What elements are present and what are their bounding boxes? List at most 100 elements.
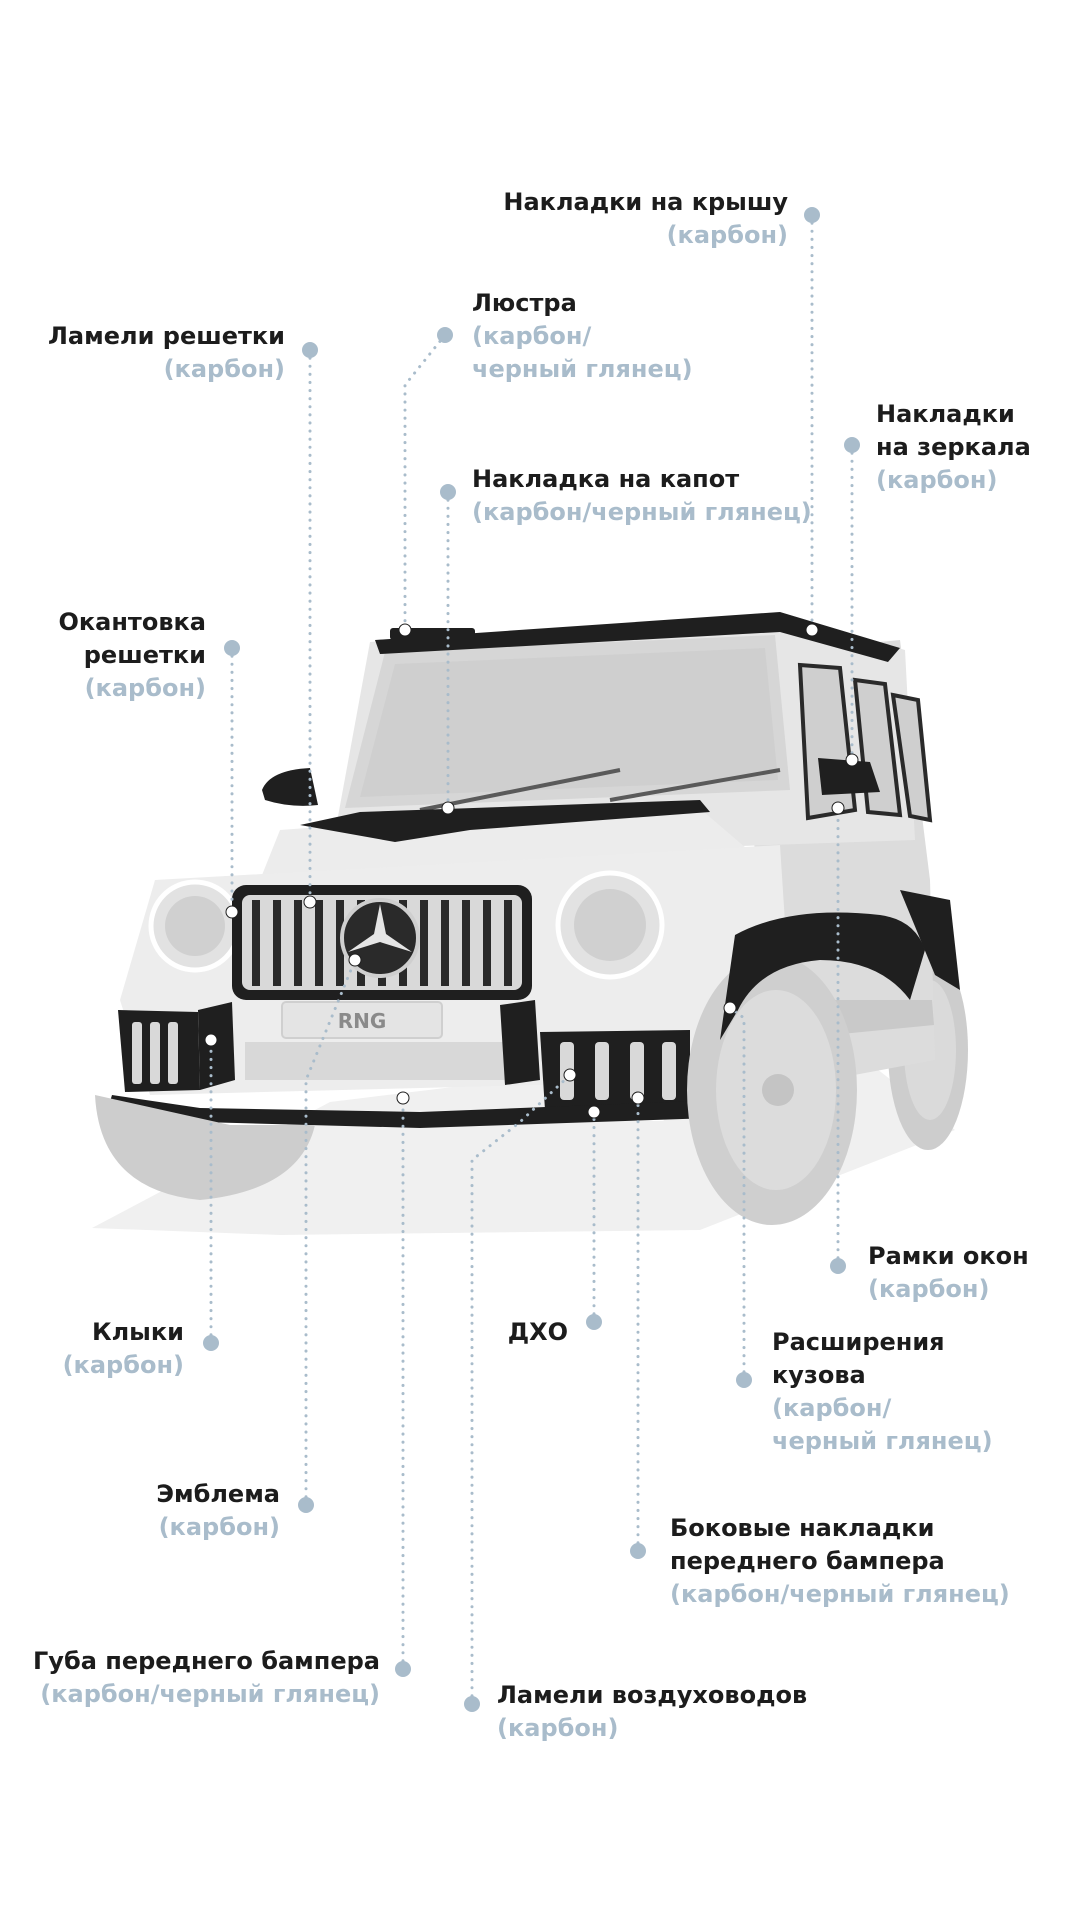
fender-flare (720, 912, 925, 1040)
label-title-line: на зеркала (876, 433, 1031, 461)
label-chandelier: Люстра(карбон/черный глянец) (472, 287, 693, 386)
anchor-dot (348, 953, 362, 967)
anchor-dot (398, 623, 412, 637)
anchor-dot (303, 895, 317, 909)
lower-mesh (245, 1042, 535, 1080)
anchor-dot (587, 1105, 601, 1119)
label-title-line: Ламели воздуховодов (497, 1681, 808, 1709)
label-title-line: ДХО (507, 1318, 568, 1346)
anchor-dot (441, 801, 455, 815)
anchor-dot (805, 623, 819, 637)
grille-slat (504, 900, 512, 986)
anchor-dot (831, 801, 845, 815)
leader-dot (437, 327, 453, 343)
grille-slat (336, 900, 344, 986)
label-grille-slats: Ламели решетки(карбон) (48, 320, 285, 386)
label-title-line: Ламели решетки (47, 322, 285, 350)
left-intake-slats (132, 1022, 178, 1084)
bumper-lip (108, 1095, 720, 1128)
star-emblem-points (348, 904, 412, 952)
wiper (419, 768, 621, 812)
anchor-dot (396, 1091, 410, 1105)
label-air-intake-slats: Ламели воздуховодов (карбон) (497, 1679, 807, 1745)
grille-slat (441, 900, 449, 986)
leader-dot (440, 484, 456, 500)
leader-dot (844, 437, 860, 453)
label-title-line: Люстра (472, 289, 577, 317)
grille-slat (462, 900, 470, 986)
leader-dot (224, 640, 240, 656)
leader-line (304, 958, 357, 1507)
intake-slat (630, 1042, 644, 1100)
intake-slat (132, 1022, 142, 1084)
intake-slat (150, 1022, 160, 1084)
label-material-line: (карбон/черный глянец) (40, 1680, 380, 1708)
windshield-inner (360, 648, 778, 797)
anchor-dot (845, 753, 859, 767)
left-mirror (262, 768, 318, 806)
label-grille-frame: Окантовка решетки (карбон) (58, 606, 206, 705)
label-material-line: (карбон) (158, 1513, 280, 1541)
leader-dot (630, 1543, 646, 1559)
grille-slat (252, 900, 260, 986)
intake-slat (662, 1042, 676, 1100)
intake-slat (168, 1022, 178, 1084)
label-material-line: (карбон) (876, 466, 998, 494)
right-front-hub (762, 1074, 794, 1106)
leader-dot (586, 1314, 602, 1330)
leader-dot (298, 1497, 314, 1513)
label-title-line: Клыки (91, 1318, 184, 1346)
label-title-line: Боковые накладки (670, 1514, 935, 1542)
label-material-line: (карбон) (84, 674, 206, 702)
anchor-dot (563, 1068, 577, 1082)
right-fang (500, 1000, 540, 1085)
anchor-dot (225, 905, 239, 919)
anchor-dot (204, 1033, 218, 1047)
label-title-line: кузова (772, 1361, 866, 1389)
label-title-line: Рамки окон (868, 1242, 1029, 1270)
label-title-line: Расширения (772, 1328, 945, 1356)
anchor-dot (631, 1091, 645, 1105)
license-plate (281, 1001, 443, 1039)
leader-line (403, 333, 447, 632)
label-title-line: Накладки на крышу (503, 188, 788, 216)
leader-dot (302, 342, 318, 358)
hood-carbon-trim (300, 800, 710, 842)
label-title-line: решетки (83, 641, 206, 669)
label-material-line: (карбон) (497, 1714, 619, 1742)
leader-lines (203, 207, 860, 1712)
side-window-3 (890, 692, 933, 823)
grille-slat (273, 900, 281, 986)
label-title-line: Окантовка (58, 608, 206, 636)
label-title-line: Эмблема (156, 1480, 280, 1508)
label-material-line: (карбон) (868, 1275, 990, 1303)
label-drl: ДХО (508, 1316, 568, 1349)
label-material-line: (карбон/черный глянец) (670, 1580, 1010, 1608)
roof-carbon-trim (375, 612, 900, 662)
intake-slat (595, 1042, 609, 1100)
right-air-intake (540, 1030, 690, 1110)
wiper (609, 768, 781, 802)
label-bumper-lip: Губа переднего бампера (карбон/черный гля… (33, 1645, 380, 1711)
leader-line (470, 1073, 572, 1706)
label-title-line: переднего бампера (670, 1547, 945, 1575)
label-emblem: Эмблема (карбон) (156, 1478, 280, 1544)
leader-dot (395, 1661, 411, 1677)
leader-dot (736, 1372, 752, 1388)
leader-dot (804, 207, 820, 223)
right-headlight-inner (574, 889, 646, 961)
leader-dot (464, 1696, 480, 1712)
label-hood-trim: Накладка на капот(карбон/черный глянец) (472, 463, 812, 529)
leader-dot (203, 1335, 219, 1351)
label-material-line: черный глянец) (472, 355, 693, 383)
label-window-frames: Рамки окон (карбон) (868, 1240, 1029, 1306)
leader-dot (830, 1258, 846, 1274)
label-bumper-side: Боковые накладки переднего бампера (карбон… (670, 1512, 1010, 1611)
label-title-line: Губа переднего бампера (33, 1647, 380, 1675)
grille-slat (420, 900, 428, 986)
label-material-line: (карбон/черный глянец) (472, 498, 812, 526)
grille-slat (294, 900, 302, 986)
